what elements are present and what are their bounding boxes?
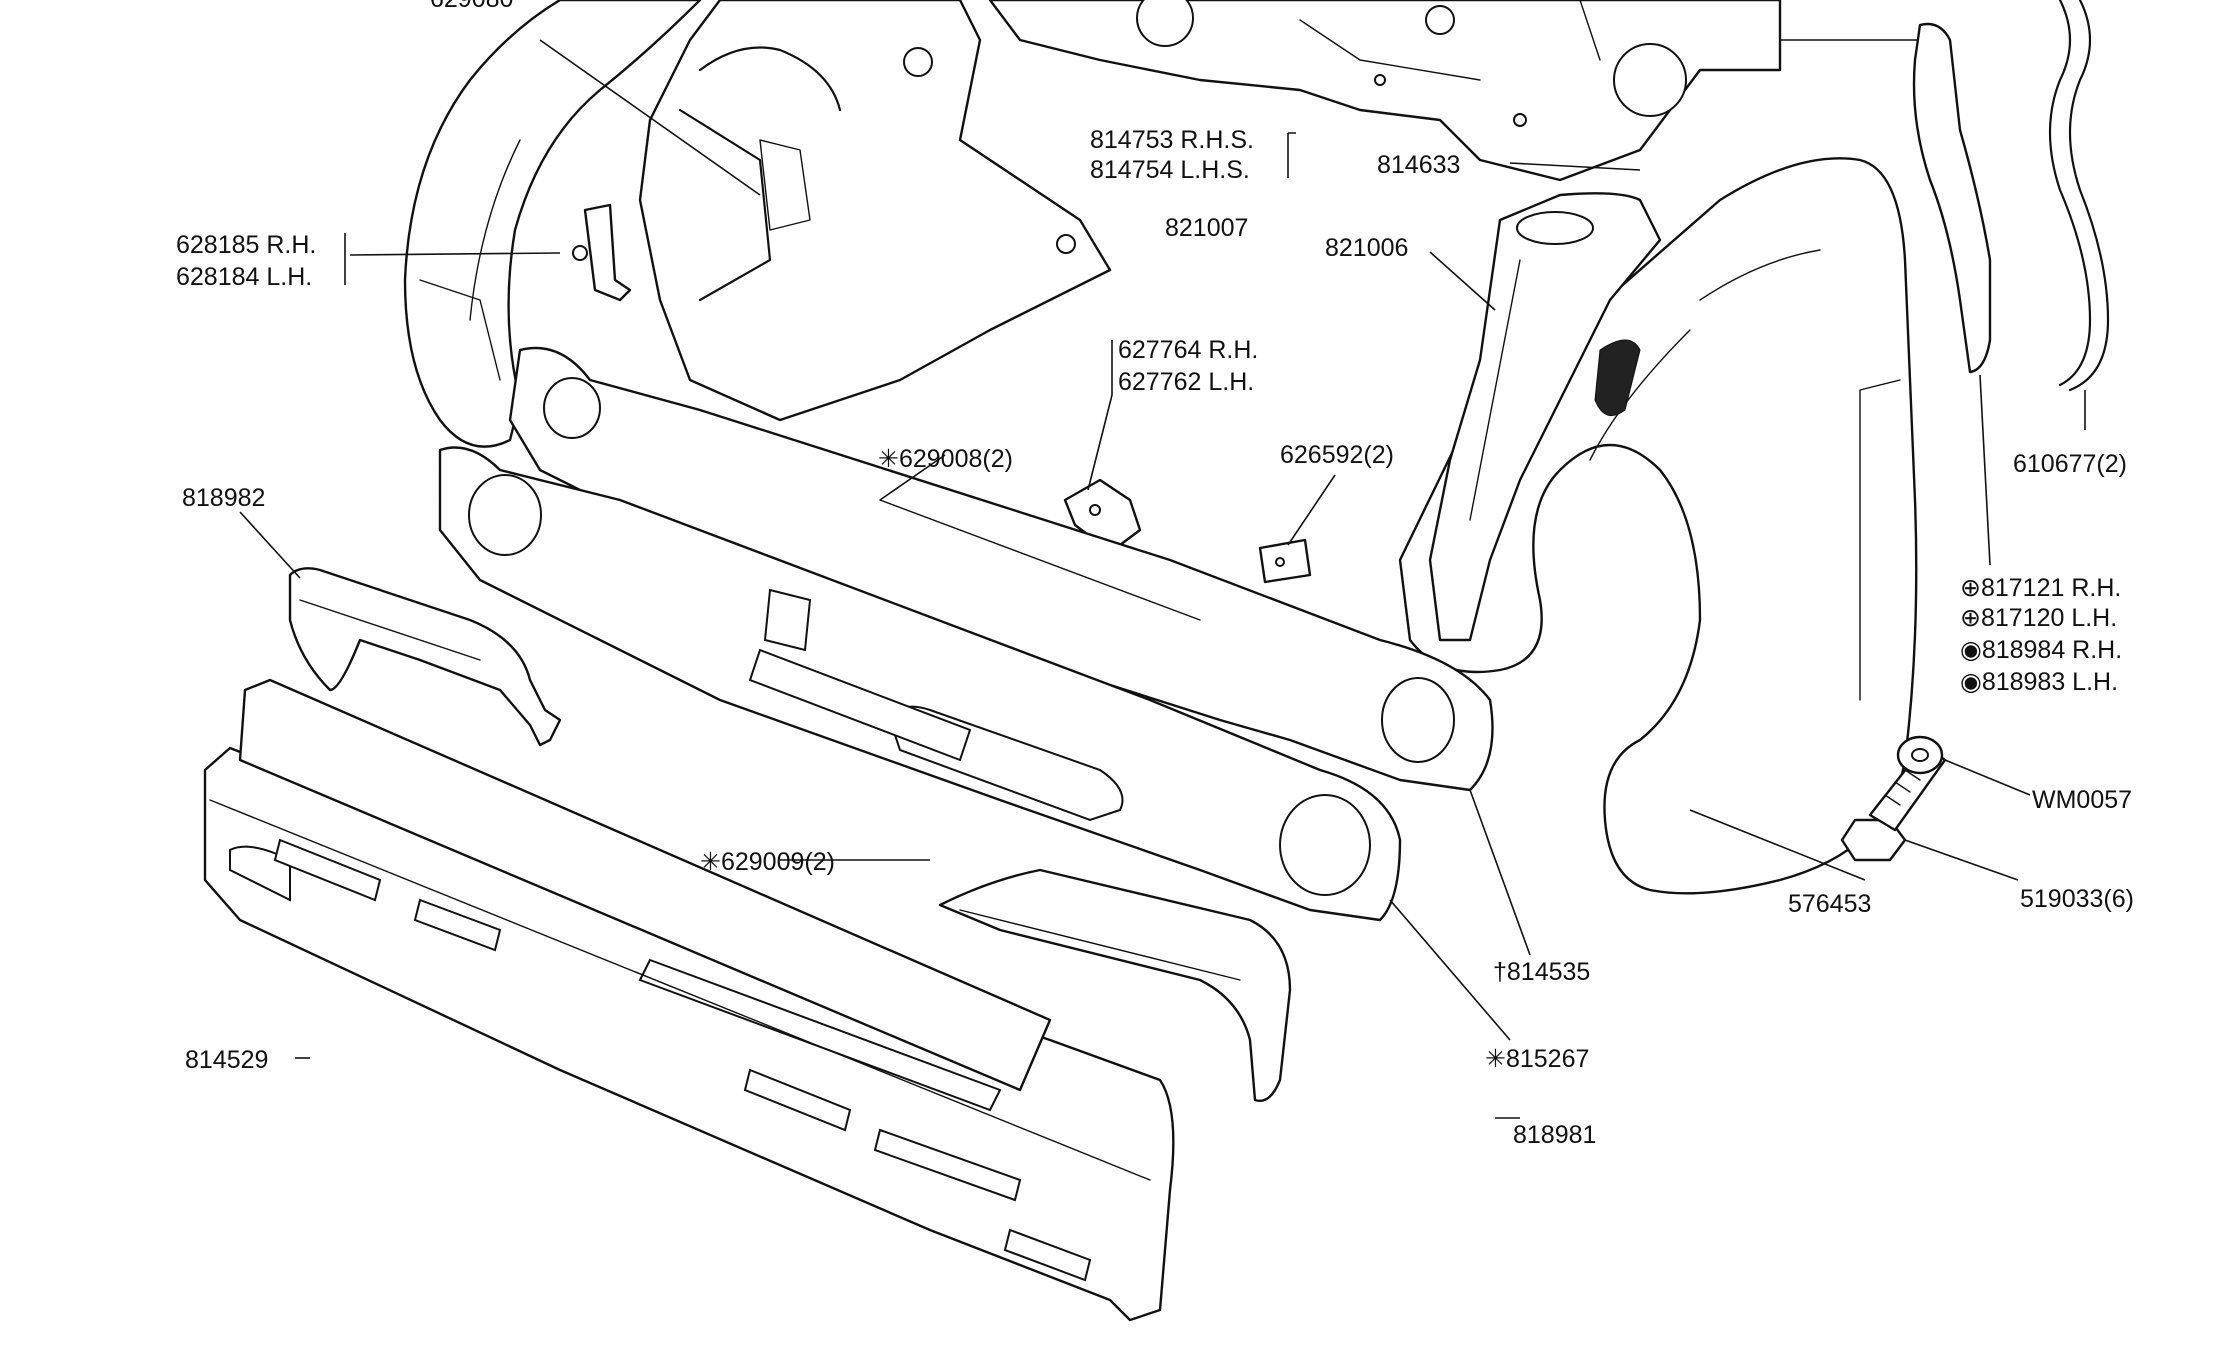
label-628185: 628185 R.H. (176, 231, 316, 259)
label-629080: 629080 (430, 0, 513, 13)
label-821007: 821007 (1165, 214, 1248, 242)
valance-814529 (203, 678, 1175, 1322)
front-wing-576453 (1398, 157, 1918, 895)
label-576453: 576453 (1788, 890, 1871, 918)
inner-wing-821006 (1428, 192, 1662, 642)
bracket-628185 (572, 203, 632, 302)
left-wing (403, 0, 702, 448)
label-628184: 628184 L.H. (176, 263, 312, 291)
label-629008: ✳629008(2) (878, 445, 1013, 473)
label-814754: 814754 L.H.S. (1090, 156, 1250, 184)
bulkhead (988, 0, 1921, 182)
bracket-627764 (1063, 478, 1142, 547)
strip-817121 (1912, 22, 1992, 374)
label-629009: ✳629009(2) (700, 848, 835, 876)
label-814529: 814529 (185, 1046, 268, 1074)
label-818984: ◉818984 R.H. (1960, 636, 2122, 664)
label-627764: 627764 R.H. (1118, 336, 1258, 364)
label-814535: †814535 (1493, 958, 1590, 986)
callout-labels: 629080 814753 R.H.S. 814754 L.H.S. 81463… (176, 0, 2134, 1149)
label-627762: 627762 L.H. (1118, 368, 1254, 396)
inner-wing-821007 (638, 0, 1112, 422)
label-817120: ⊕817120 L.H. (1960, 604, 2117, 632)
label-519033: 519033(6) (2020, 885, 2134, 913)
label-626592: 626592(2) (1280, 441, 1394, 469)
front-panel-814535 (508, 346, 1494, 792)
label-818983: ◉818983 L.H. (1960, 668, 2118, 696)
label-814753: 814753 R.H.S. (1090, 126, 1254, 154)
leader-lines (239, 39, 2086, 1119)
closing-panel-818982 (288, 567, 562, 747)
bracket-626592 (1258, 538, 1312, 584)
label-610677: 610677(2) (2013, 450, 2127, 478)
apron-818981 (938, 868, 1292, 1102)
seal-610677 (2048, 0, 2110, 392)
front-panel-815267 (438, 446, 1402, 922)
label-818981: 818981 (1513, 1121, 1596, 1149)
label-WM0057: WM0057 (2032, 786, 2132, 814)
washer-WM0057 (1896, 735, 1944, 775)
label-818982: 818982 (182, 484, 265, 512)
label-817121: ⊕817121 R.H. (1960, 574, 2121, 602)
label-815267: ✳815267 (1485, 1045, 1589, 1073)
label-821006: 821006 (1325, 234, 1408, 262)
label-814633: 814633 (1377, 151, 1460, 179)
